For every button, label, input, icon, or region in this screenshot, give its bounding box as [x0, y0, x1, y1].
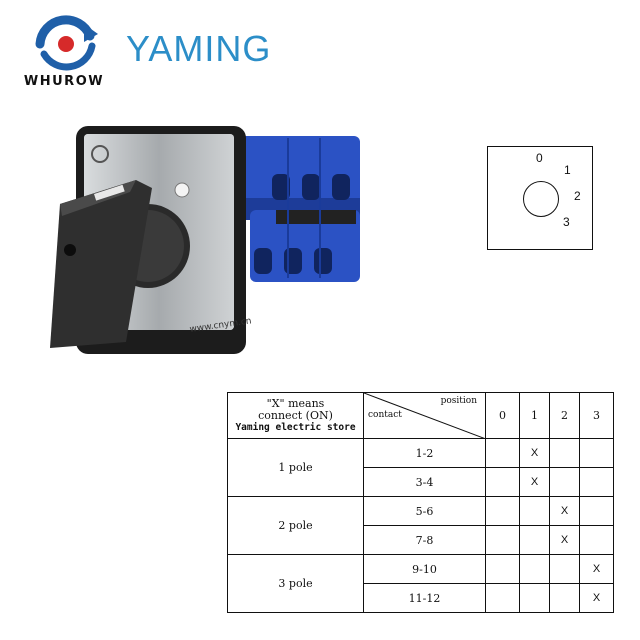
mark-cell: [485, 496, 520, 526]
whurow-logo: WHUROW: [14, 14, 114, 92]
table-row: 11-12 X: [228, 583, 614, 613]
mark-cell: [579, 496, 614, 526]
contact-table: "X" means connect (ON) Yaming electric s…: [227, 392, 614, 613]
mark-cell: [549, 467, 580, 497]
mark-cell: [579, 438, 614, 468]
mark-cell: [519, 525, 550, 555]
position-header-2: 2: [549, 392, 580, 439]
position-header-1: 1: [519, 392, 550, 439]
rotary-switch-image: www.cnym.cn: [50, 126, 360, 354]
position-header-0: 0: [485, 392, 520, 439]
logo-text: WHUROW: [23, 74, 105, 89]
note-line-2: connect (ON): [258, 408, 333, 422]
position-3-label: 3: [563, 215, 570, 229]
mark-cell: X: [519, 467, 550, 497]
position-1-label: 1: [564, 163, 571, 177]
pole-cell: 3 pole: [227, 554, 364, 613]
pole-cell: 1 pole: [227, 438, 364, 497]
table-row: 2 pole 5-6 X: [227, 496, 614, 555]
table-row: 7-8 X: [228, 525, 614, 555]
pole-cell: 2 pole: [227, 496, 364, 555]
mark-cell: [579, 525, 614, 555]
mark-cell: [549, 583, 580, 613]
mark-cell: [549, 554, 580, 584]
knob-circle: [523, 181, 559, 217]
mark-cell: [519, 554, 550, 584]
mark-cell: [485, 438, 520, 468]
store-name: Yaming electric store: [235, 421, 356, 433]
position-header-label: position: [440, 396, 477, 406]
position-header-3: 3: [579, 392, 614, 439]
table-row: 1 pole 1-2 X: [227, 438, 614, 497]
contact-cell: 1-2: [363, 438, 486, 468]
mark-cell: [485, 583, 520, 613]
contact-cell: 9-10: [363, 554, 486, 584]
mark-cell: [485, 525, 520, 555]
mark-cell: [579, 467, 614, 497]
table-row: 3 pole 9-10 X: [227, 554, 614, 613]
header-diagonal-line: [364, 393, 486, 439]
mark-cell: X: [579, 583, 614, 613]
logo-emblem-icon: [35, 15, 98, 71]
header-diagonal-cell: position contact: [363, 392, 486, 439]
mark-cell: X: [549, 496, 580, 526]
contact-cell: 5-6: [363, 496, 486, 526]
contact-cell: 7-8: [363, 525, 486, 555]
header-note-cell: "X" means connect (ON) Yaming electric s…: [227, 392, 364, 439]
contact-blocks: [240, 136, 360, 282]
switch-position-diagram: 0 1 2 3: [487, 146, 593, 250]
position-0-label: 0: [536, 151, 543, 165]
mark-cell: X: [579, 554, 614, 584]
mark-cell: [519, 496, 550, 526]
position-2-label: 2: [574, 189, 581, 203]
note-line-1: "X" means: [266, 396, 325, 410]
mark-cell: [485, 467, 520, 497]
table-header-row: "X" means connect (ON) Yaming electric s…: [227, 392, 614, 439]
mark-cell: [519, 583, 550, 613]
brand-name: YAMING: [126, 28, 272, 69]
contact-cell: 11-12: [363, 583, 486, 613]
contact-header-label: contact: [368, 410, 402, 420]
mark-cell: X: [519, 438, 550, 468]
mark-cell: [485, 554, 520, 584]
table-row: 3-4 X: [228, 467, 614, 497]
mark-cell: [549, 438, 580, 468]
mark-cell: X: [549, 525, 580, 555]
contact-cell: 3-4: [363, 467, 486, 497]
